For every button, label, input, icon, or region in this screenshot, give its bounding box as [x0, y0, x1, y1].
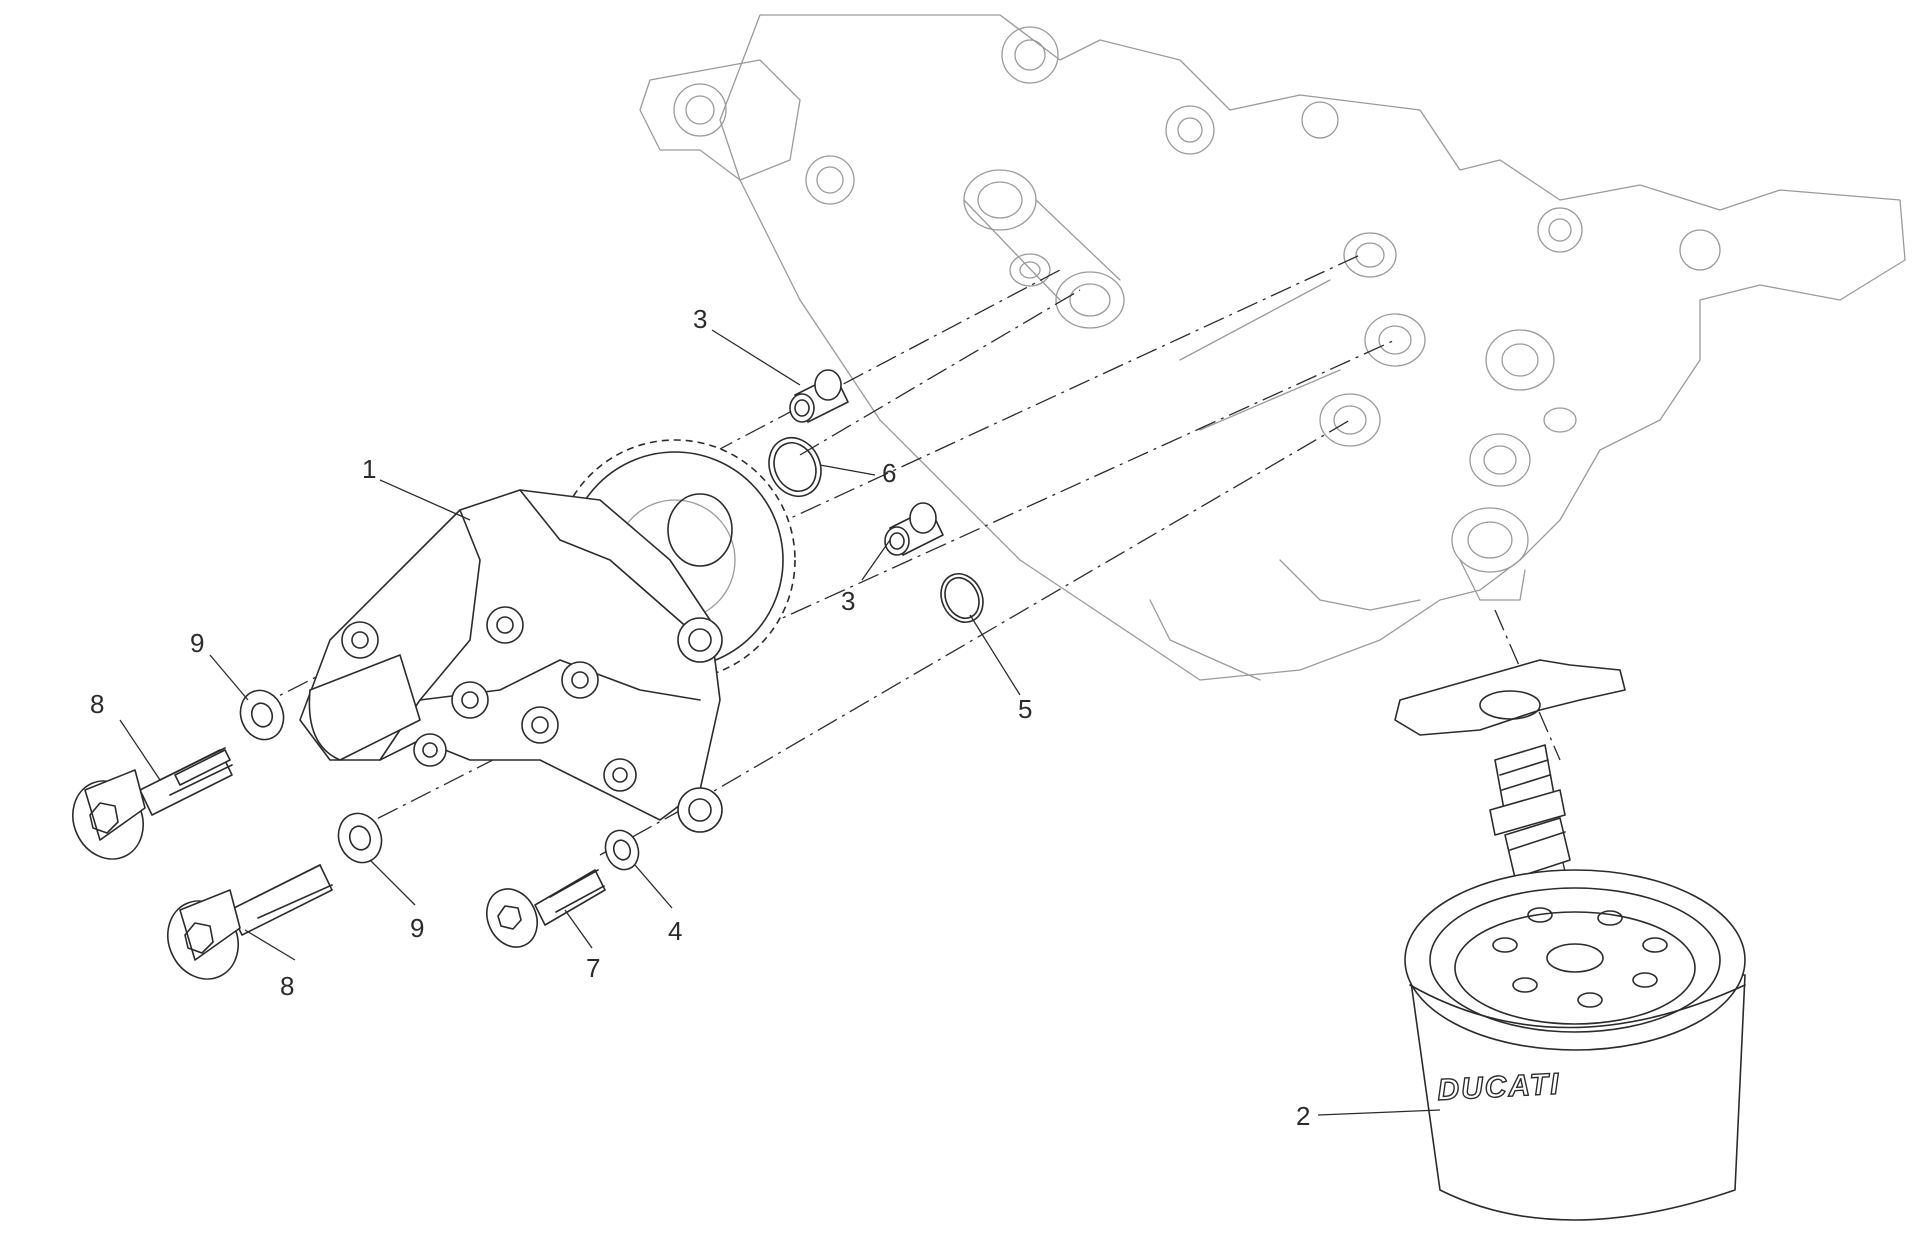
screw-short [486, 869, 606, 948]
o-ring-6 [768, 437, 822, 497]
filter-brand-text: DUCATI [1437, 1068, 1562, 1107]
screw-long-upper [72, 747, 233, 860]
callout-7: 7 [586, 953, 600, 983]
callout-5: 5 [1018, 694, 1032, 724]
oil-pump [299, 439, 796, 833]
callout-2: 2 [1296, 1101, 1310, 1131]
crankcase-housing [639, 14, 1906, 681]
callout-9-lower: 9 [410, 913, 424, 943]
screw-long-lower [167, 864, 333, 980]
washer-lower [337, 812, 383, 864]
callout-8-upper: 8 [90, 689, 104, 719]
dowel-bushing-upper [789, 369, 849, 423]
washer-small [604, 829, 640, 871]
filter-nipple [1489, 744, 1571, 879]
oil-filter: DUCATI [1404, 869, 1746, 1221]
washer-upper [239, 689, 285, 741]
callout-6: 6 [882, 458, 896, 488]
callout-3-lower: 3 [841, 586, 855, 616]
dowel-bushing-lower [884, 502, 944, 556]
callout-4: 4 [668, 916, 682, 946]
filter-bracket-plate [1394, 659, 1626, 736]
o-ring-5 [940, 573, 984, 623]
callout-1: 1 [362, 454, 376, 484]
callout-3-upper: 3 [693, 304, 707, 334]
leader-lines [119, 329, 1441, 1116]
callout-9-upper: 9 [190, 628, 204, 658]
callout-8-lower: 8 [280, 971, 294, 1001]
callouts: 1 2 3 3 4 5 6 7 8 8 9 9 [90, 304, 1310, 1131]
